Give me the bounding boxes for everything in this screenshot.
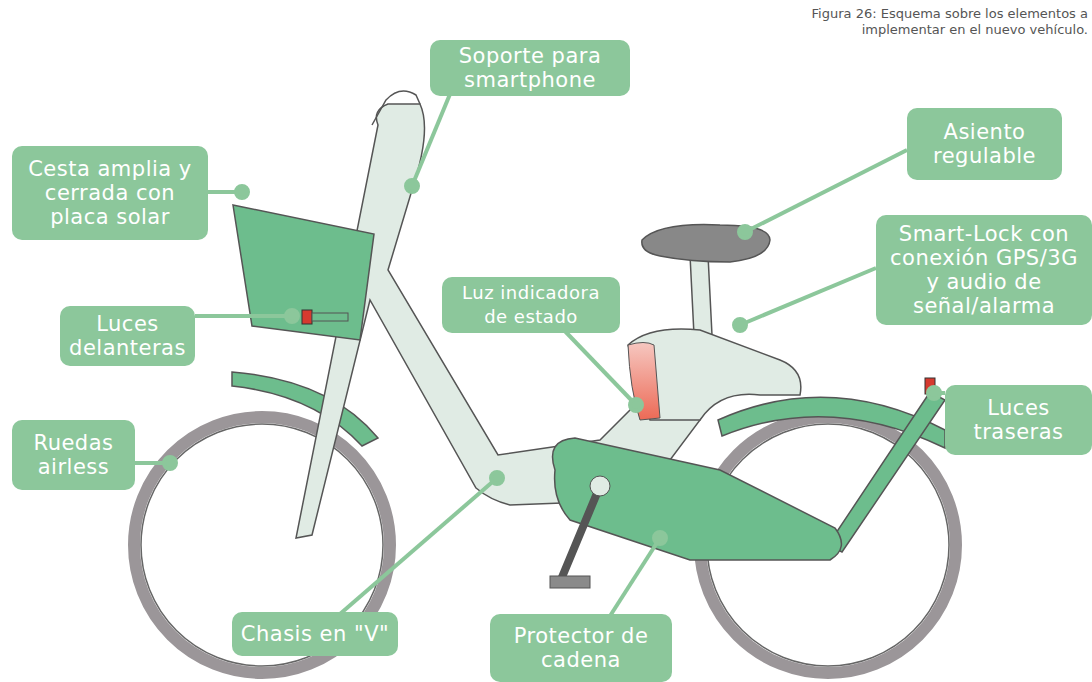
callout-text: Luz indicadora de estado xyxy=(450,281,612,329)
callout-box: Soporte para smartphone xyxy=(430,40,630,96)
front-light xyxy=(302,310,312,324)
leader-dot xyxy=(734,319,746,331)
basket xyxy=(233,205,374,340)
leader-dot xyxy=(236,186,248,198)
callout-text: Luces traseras xyxy=(953,396,1084,444)
callout-box: Smart-Lock con conexión GPS/3G y audio d… xyxy=(876,215,1092,325)
light-bracket xyxy=(312,313,348,321)
callout-text: Asiento regulable xyxy=(915,120,1054,168)
pedal xyxy=(550,576,590,588)
bottom-bracket xyxy=(590,476,610,496)
front-fender xyxy=(232,372,378,446)
callout-box: Cesta amplia y cerrada con placa solar xyxy=(12,146,208,240)
leader-dot xyxy=(164,457,176,469)
callout-text: Protector de cadena xyxy=(498,624,664,672)
callout-box: Asiento regulable xyxy=(907,108,1062,180)
rear-module xyxy=(628,329,801,420)
leader-line xyxy=(560,326,636,405)
leader-dot xyxy=(630,399,642,411)
callout-text: Cesta amplia y cerrada con placa solar xyxy=(20,157,200,229)
status-light xyxy=(628,343,660,421)
callout-box: Luces traseras xyxy=(945,385,1092,455)
leader-dot xyxy=(654,532,666,544)
callout-text: Smart-Lock con conexión GPS/3G y audio d… xyxy=(884,222,1084,318)
callout-box: Luz indicadora de estado xyxy=(442,277,620,333)
callout-box: Protector de cadena xyxy=(490,614,672,682)
callout-text: Luces delanteras xyxy=(68,312,187,360)
figure-caption: Figura 26: Esquema sobre los elementos a… xyxy=(758,6,1088,38)
leader-dot xyxy=(406,180,418,192)
seat xyxy=(642,225,770,262)
leader-dot xyxy=(928,387,940,399)
callout-box: Luces delanteras xyxy=(60,306,195,366)
leader-line xyxy=(340,478,497,614)
leader-line xyxy=(412,82,455,186)
leader-line xyxy=(195,314,292,318)
callout-box: Ruedas airless xyxy=(12,420,135,490)
front-wheel xyxy=(134,417,390,673)
leader-dot xyxy=(286,310,298,322)
rear-stay xyxy=(828,392,945,552)
leader-dot xyxy=(491,472,503,484)
crank xyxy=(560,486,600,582)
leader-lines xyxy=(134,82,945,616)
leader-line xyxy=(740,268,876,325)
callout-text: Ruedas airless xyxy=(20,431,127,479)
leader-dot xyxy=(739,226,751,238)
handlebar xyxy=(372,91,420,125)
callout-text: Chasis en "V" xyxy=(241,622,389,646)
callout-text: Soporte para smartphone xyxy=(438,44,622,92)
leader-line xyxy=(610,538,660,616)
callout-box: Chasis en "V" xyxy=(232,612,398,656)
seat-post xyxy=(690,255,712,335)
